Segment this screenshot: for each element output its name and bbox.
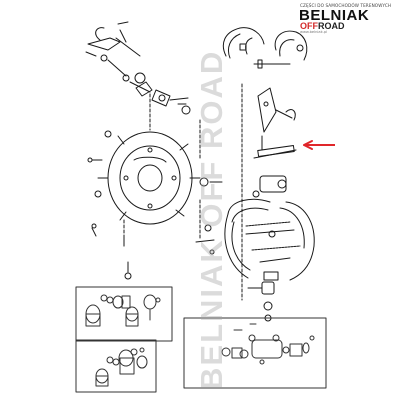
center-bolt bbox=[195, 177, 223, 255]
brake-shoes bbox=[224, 198, 315, 322]
assembly-guide-lines bbox=[123, 83, 243, 301]
wheel-cylinder-kit-inset-2 bbox=[75, 339, 157, 393]
mounting-bolts bbox=[87, 130, 132, 280]
logo-brand-name: BELNIAK bbox=[299, 7, 370, 24]
wheel-hub-parts bbox=[134, 72, 191, 115]
wheel-cylinder bbox=[252, 175, 287, 198]
wheel-cylinder-exploded-inset bbox=[183, 317, 327, 389]
parking-brake-lever bbox=[85, 21, 151, 93]
brake-shoe-set-inset bbox=[222, 27, 308, 69]
wheel-cylinder-kit-inset-1 bbox=[75, 286, 173, 342]
logo-url: www.belniak.pl bbox=[300, 30, 328, 34]
backing-plate bbox=[97, 131, 201, 225]
brand-logo: CZĘŚCI DO SAMOCHODÓW TERENOWYCH BELNIAK … bbox=[298, 2, 398, 36]
logo-subtitle-accent: OFF bbox=[300, 21, 318, 31]
logo-subtitle-rest: ROAD bbox=[318, 21, 345, 31]
logo-subtitle: OFFROAD bbox=[300, 21, 345, 31]
logo-tagline: CZĘŚCI DO SAMOCHODÓW TERENOWYCH bbox=[300, 3, 392, 8]
adjuster-lever bbox=[253, 87, 297, 159]
highlight-arrow bbox=[303, 140, 335, 150]
